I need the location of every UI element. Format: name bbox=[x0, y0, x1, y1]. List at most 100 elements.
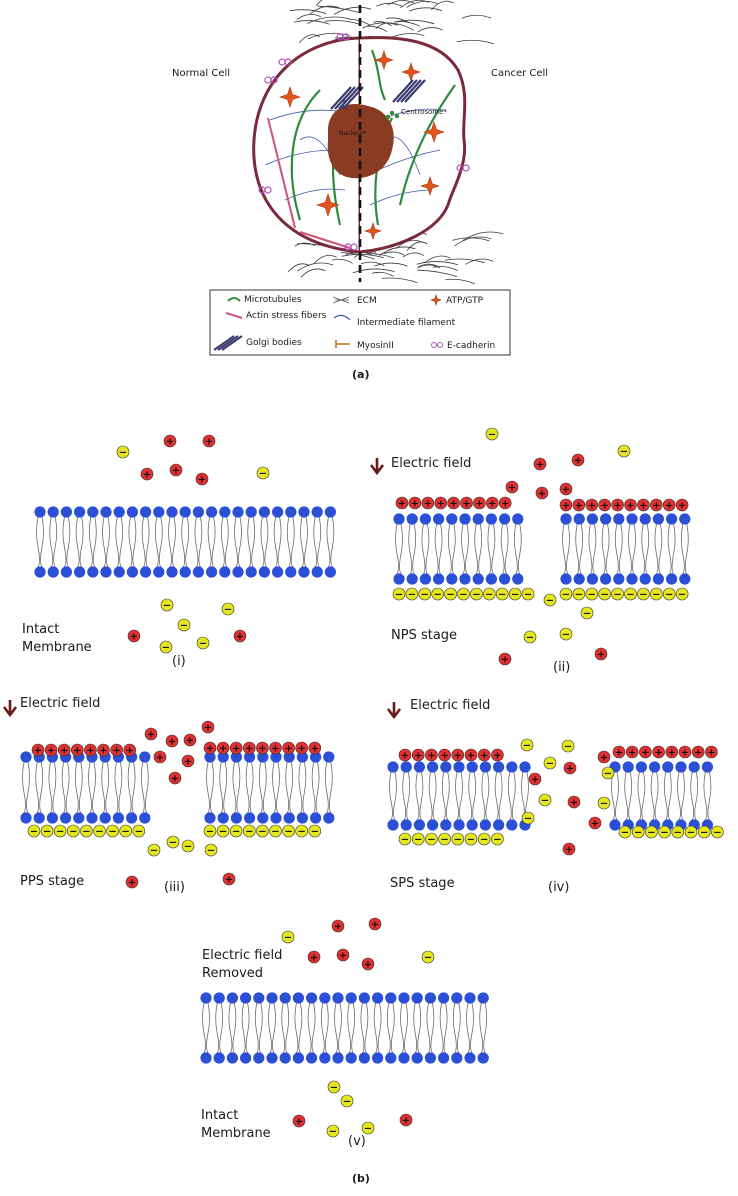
lipid-v-tail bbox=[285, 1002, 290, 1054]
ion-ii bbox=[543, 593, 557, 607]
lipid-i-tail bbox=[49, 516, 54, 568]
ion-iii bbox=[144, 727, 158, 741]
ion-ii-sign: − bbox=[526, 633, 534, 644]
lipid-iii-right-head-bottom bbox=[283, 812, 295, 824]
ecm-fiber-top bbox=[417, 27, 443, 33]
legend-golgi-swatch bbox=[217, 335, 239, 351]
ion-iii-sign: + bbox=[147, 730, 155, 741]
lipid-v-tail bbox=[404, 1002, 408, 1054]
lipid-ii-right-tail bbox=[562, 523, 566, 575]
ecm-fiber-bottom bbox=[445, 278, 475, 285]
lipid-v-head-bottom bbox=[438, 1052, 450, 1064]
lipid-v-tail bbox=[439, 1002, 444, 1054]
lipid-ii-right-head-top bbox=[666, 513, 678, 525]
lipid-iv-left-tail bbox=[468, 771, 473, 821]
ion-i-sign: + bbox=[205, 437, 213, 448]
ion-ii-top-right-sign: + bbox=[575, 501, 583, 512]
ion-i bbox=[196, 636, 210, 650]
ion-ii bbox=[559, 482, 573, 496]
ion-ii-top-right bbox=[611, 498, 624, 512]
ion-iv-sign: − bbox=[604, 769, 612, 780]
legend-ecm-label: ECM bbox=[357, 296, 377, 306]
ion-iv-sign: + bbox=[570, 798, 578, 809]
ion-iii-bottom-right bbox=[216, 824, 230, 838]
lipid-ii-right-tail bbox=[614, 523, 619, 575]
lipid-i-head-bottom bbox=[219, 566, 231, 578]
ion-iii-bottom-left bbox=[53, 824, 67, 838]
ecm-fiber-top bbox=[333, 6, 372, 15]
lipid-iv-left-tail bbox=[406, 771, 411, 821]
ion-iii-top-right bbox=[216, 741, 230, 755]
lipid-i-tail bbox=[207, 516, 212, 568]
ion-ii-bottom-left bbox=[521, 587, 535, 601]
golgi-stack bbox=[396, 79, 418, 103]
golgi-stack bbox=[334, 86, 356, 110]
ecm-fiber-bottom bbox=[352, 268, 395, 274]
lipid-i-tail bbox=[247, 516, 252, 568]
legend-actin-label: Actin stress fibers bbox=[246, 311, 327, 321]
ion-ii-bottom-right-sign: − bbox=[652, 590, 660, 601]
ion-iii bbox=[183, 733, 197, 747]
ion-ii-sign: + bbox=[538, 489, 546, 500]
v-intact-line1: Intact bbox=[201, 1108, 239, 1123]
lipid-iv-right-tail bbox=[628, 771, 633, 821]
lipid-iv-right-tail bbox=[677, 771, 681, 821]
lipid-iii-right-tail bbox=[219, 761, 224, 814]
lipid-ii-right-head-bottom bbox=[626, 573, 638, 585]
ion-iii-bottom-right-sign: − bbox=[232, 827, 240, 838]
lipid-v-head-top bbox=[332, 992, 344, 1004]
ecm-fiber-top bbox=[293, 20, 330, 25]
lipid-iv-right-head-top bbox=[622, 761, 634, 773]
ion-iv-bottom-right-sign: − bbox=[621, 828, 629, 839]
legend-ecadherin-swatch bbox=[437, 342, 443, 348]
ion-iii-bottom-left bbox=[27, 824, 41, 838]
ion-iv-sign: − bbox=[541, 796, 549, 807]
lipid-iii-left-tail bbox=[26, 761, 30, 814]
ion-iii-sign: − bbox=[207, 846, 215, 857]
ecm-fiber-bottom bbox=[406, 241, 428, 251]
lipid-ii-left-tail bbox=[461, 523, 465, 575]
lipid-ii-right-tail bbox=[667, 523, 672, 575]
lipid-iv-left-tail bbox=[415, 771, 420, 821]
ion-iii-top-right bbox=[282, 741, 295, 755]
lipid-ii-left-tail bbox=[447, 523, 452, 575]
lipid-ii-left-head-top bbox=[472, 513, 484, 525]
lipid-ii-left-head-bottom bbox=[472, 573, 484, 585]
ion-iv-bottom-left bbox=[477, 832, 491, 846]
ion-ii-bottom-left bbox=[418, 587, 432, 601]
intermediate-filament bbox=[377, 149, 441, 171]
lipid-iii-right-tail bbox=[315, 761, 320, 814]
ion-ii bbox=[559, 627, 573, 641]
legend-intermediate-swatch bbox=[333, 314, 351, 321]
ion-i bbox=[127, 629, 141, 643]
ecm-fiber-top bbox=[393, 23, 414, 31]
lipid-v-head-top bbox=[226, 992, 238, 1004]
lipid-iv-right-tail bbox=[694, 771, 699, 821]
lipid-iv-left-head-top bbox=[387, 761, 399, 773]
ecm-fiber-bottom bbox=[416, 264, 441, 269]
ion-ii-bottom-left-sign: − bbox=[434, 590, 442, 601]
ion-ii-top-left-sign: + bbox=[437, 499, 445, 510]
lipid-i-tail bbox=[185, 516, 190, 568]
i-label-line2: Membrane bbox=[22, 640, 92, 655]
lipid-v-head-bottom bbox=[464, 1052, 476, 1064]
lipid-i-tail bbox=[62, 516, 67, 568]
ion-iv-top-left-sign: + bbox=[427, 751, 435, 762]
ion-iv-top-right bbox=[612, 745, 626, 759]
lipid-i-tail bbox=[168, 516, 172, 568]
lipid-ii-right-tail bbox=[588, 523, 593, 575]
ion-iv-bottom-right-sign: − bbox=[687, 828, 695, 839]
lipid-iii-left-tail bbox=[52, 761, 57, 814]
v-numeral: (v) bbox=[348, 1134, 366, 1149]
ion-ii-top-left bbox=[460, 496, 473, 510]
ion-iv-top-right bbox=[625, 745, 639, 759]
ion-iii-bottom-right-sign: − bbox=[206, 827, 214, 838]
ion-iv-bottom-right bbox=[684, 825, 698, 839]
lipid-i-tail bbox=[75, 516, 80, 568]
ion-ii-top-left-sign: + bbox=[411, 499, 419, 510]
lipid-ii-left-head-bottom bbox=[485, 573, 497, 585]
ion-iii-bottom-right-sign: − bbox=[245, 827, 253, 838]
lipid-v-tail bbox=[479, 1002, 484, 1054]
lipid-iii-left-tail bbox=[101, 761, 106, 814]
lipid-v-tail bbox=[400, 1002, 404, 1054]
